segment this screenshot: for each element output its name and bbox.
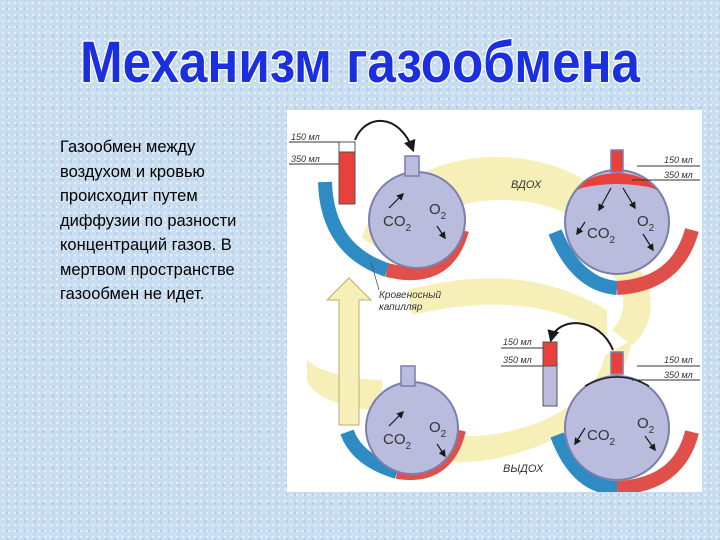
o2-label: O2 bbox=[429, 419, 447, 440]
co2-label: CO2 bbox=[383, 431, 412, 452]
capillary-label: Кровеносный капилляр bbox=[379, 290, 444, 313]
alveolus-exhale-end: CO2 O2 bbox=[340, 365, 466, 481]
volume-350-label: 350 мл bbox=[291, 154, 320, 164]
alveolus-inhale-end: CO2 O2 150 мл 350 мл bbox=[548, 149, 700, 295]
volume-150-label: 150 мл bbox=[664, 355, 693, 365]
page-title: Механизм газообмена bbox=[60, 6, 660, 102]
phase-exhale-label: ВЫДОХ bbox=[503, 463, 544, 475]
gas-exchange-diagram: CO2 O2 150 мл 350 мл CO2 O2 bbox=[287, 110, 702, 492]
volume-150-label: 150 мл bbox=[503, 337, 532, 347]
phase-inhale-label: ВДОХ bbox=[511, 179, 542, 191]
co2-label: CO2 bbox=[587, 427, 616, 448]
volume-150-label: 150 мл bbox=[664, 155, 693, 165]
volume-350-label: 350 мл bbox=[664, 170, 693, 180]
o2-label: O2 bbox=[429, 201, 447, 222]
o2-label: O2 bbox=[637, 415, 655, 436]
title-text: Механизм газообмена bbox=[80, 30, 641, 96]
co2-label: CO2 bbox=[587, 225, 616, 246]
alveolus-inhale-start: CO2 O2 150 мл 350 мл bbox=[289, 119, 469, 281]
description-text: Газообмен между воздухом и кровью происх… bbox=[60, 138, 237, 303]
o2-label: O2 bbox=[637, 213, 655, 234]
volume-350-label: 350 мл bbox=[664, 370, 693, 380]
volume-350-label: 350 мл bbox=[503, 355, 532, 365]
alveolus-exhale-start: CO2 O2 150 мл 350 мл 150 мл 350 мл bbox=[501, 322, 700, 492]
volume-150-label: 150 мл bbox=[291, 132, 320, 142]
co2-label: CO2 bbox=[383, 213, 412, 234]
